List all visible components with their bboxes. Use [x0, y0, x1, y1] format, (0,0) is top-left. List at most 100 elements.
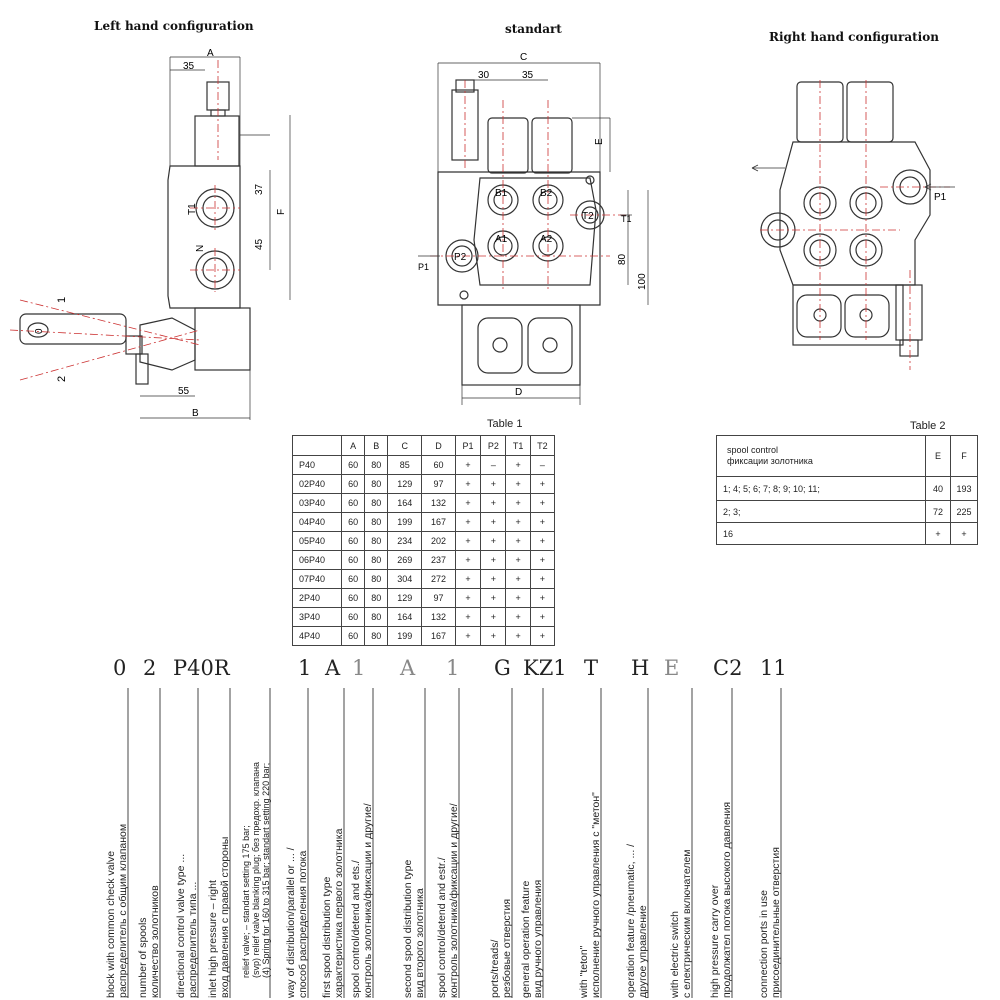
table2-header-line2: фиксации золотника [727, 456, 813, 466]
table1-cell: 07P40 [292, 569, 342, 589]
table1-caption: Table 1 [487, 418, 523, 430]
table1-cell: + [529, 588, 556, 608]
table1-cell: + [529, 626, 556, 646]
code-segment: A [400, 656, 416, 680]
table1-cell: + [454, 455, 482, 475]
table1-cell: 60 [340, 512, 366, 532]
table1-cell: + [529, 493, 556, 513]
table1-cell: + [454, 626, 482, 646]
table1-cell: 97 [421, 588, 456, 608]
table1-cell: 164 [387, 493, 423, 513]
dim-F: F [276, 209, 287, 215]
table1-cell: 80 [364, 550, 389, 570]
table1-cell: 60 [340, 531, 366, 551]
left-config-title: Left hand configuration [94, 19, 254, 33]
dim-E: E [594, 138, 605, 145]
table1-cell: 85 [387, 455, 423, 475]
table1-cell: + [529, 512, 556, 532]
table1-cell: – [529, 455, 556, 475]
table1-cell: 80 [364, 626, 389, 646]
code-segment: P40R [173, 656, 230, 680]
left-view-drawing: A 35 37 45 F 55 B T1 N 1 0 2 [9, 48, 291, 420]
port-B2: B2 [540, 188, 553, 199]
port-B1: B1 [495, 188, 508, 199]
table1-cell: + [529, 550, 556, 570]
table1-cell: + [480, 569, 507, 589]
code-segment: KZ1 [523, 656, 567, 680]
table1-cell: 60 [340, 569, 366, 589]
table2-cell: 225 [950, 500, 978, 523]
table1-cell: 04P40 [292, 512, 342, 532]
table1-cell: 4P40 [292, 626, 342, 646]
table1-header-cell: D [421, 435, 456, 456]
table1-cell: 80 [364, 512, 389, 532]
code-segment: E [664, 656, 680, 680]
code-segment: 1 [446, 656, 460, 680]
table1-cell: 132 [421, 607, 456, 627]
table1-cell: 164 [387, 607, 423, 627]
table1-cell: + [505, 455, 531, 475]
port-A2: A2 [540, 234, 553, 245]
dim-55: 55 [178, 386, 190, 397]
table1-cell: + [529, 474, 556, 494]
code-segment: G [494, 656, 511, 680]
table1-cell: + [480, 626, 507, 646]
table1-cell: + [454, 512, 482, 532]
table1-cell: 60 [340, 493, 366, 513]
code-segment: C2 [713, 656, 743, 680]
code-segment: H [631, 656, 650, 680]
table1-cell: – [480, 455, 507, 475]
table1-cell: 80 [364, 531, 389, 551]
table1-header-cell: A [340, 435, 366, 456]
table1-header-cell [292, 435, 342, 456]
table1-cell: 80 [364, 455, 389, 475]
dim-T1-center: T1 [621, 214, 632, 224]
table1-cell: + [505, 588, 531, 608]
table1-cell: 03P40 [292, 493, 342, 513]
table1-cell: + [505, 550, 531, 570]
table1-cell: 272 [421, 569, 456, 589]
table1-cell: 60 [340, 550, 366, 570]
table1-cell: 2P40 [292, 588, 342, 608]
table1-cell: 129 [387, 588, 423, 608]
table1-header-cell: T2 [529, 435, 556, 456]
dim-B: B [192, 408, 199, 419]
lever-position-0: 0 [34, 328, 45, 334]
table1-cell: 237 [421, 550, 456, 570]
table1-cell: + [480, 512, 507, 532]
table1-cell: 3P40 [292, 607, 342, 627]
table1-cell: 80 [364, 474, 389, 494]
table1-cell: 167 [421, 626, 456, 646]
table2-header-spool: spool control фиксации золотника [716, 435, 926, 477]
table1-cell: 97 [421, 474, 456, 494]
table1-cell: + [454, 588, 482, 608]
leader-lines [127, 688, 782, 998]
table2-header-F: F [950, 435, 978, 477]
center-body [437, 171, 601, 306]
table1-cell: 02P40 [292, 474, 342, 494]
port-T1-label: T1 [187, 203, 198, 215]
table1-cell: 234 [387, 531, 423, 551]
table1-cell: 80 [364, 607, 389, 627]
dim-C: C [520, 52, 527, 63]
table1-cell: + [480, 474, 507, 494]
port-P2: P2 [454, 252, 467, 263]
table2: spool control фиксации золотника E F 1; … [716, 435, 978, 545]
table2-cell: + [925, 522, 951, 545]
dim-80: 80 [617, 253, 628, 265]
port-P1-right: P1 [934, 192, 947, 203]
table1-cell: + [454, 493, 482, 513]
right-config-title: Right hand configuration [769, 30, 939, 44]
table1-cell: 80 [364, 493, 389, 513]
code-segment: 1 [298, 656, 312, 680]
code-segment: 0 [113, 656, 127, 680]
table1-cell: 132 [421, 493, 456, 513]
standart-title: standart [505, 22, 562, 36]
